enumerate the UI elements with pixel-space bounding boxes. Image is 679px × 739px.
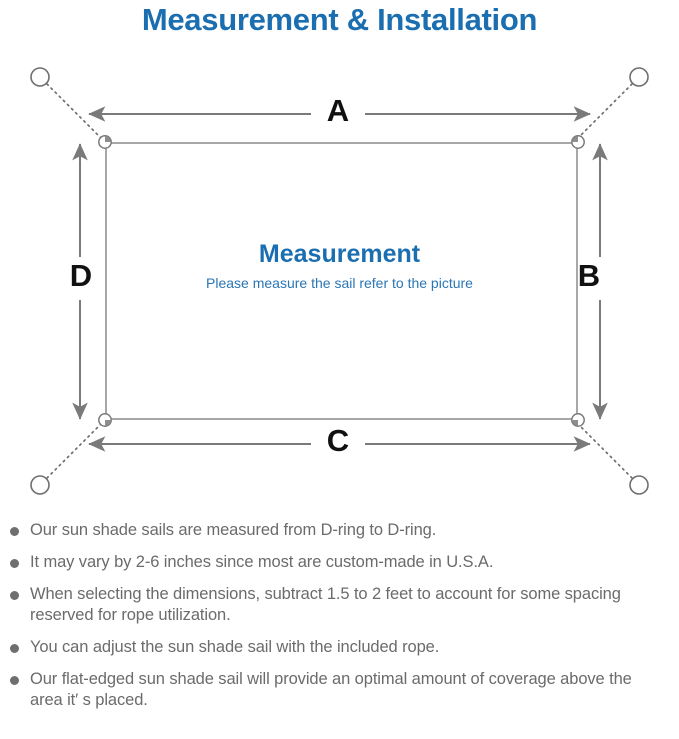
- anchor-circle-top-right: [629, 67, 649, 87]
- notes-list: Our sun shade sails are measured from D-…: [0, 520, 679, 722]
- list-item: You can adjust the sun shade sail with t…: [0, 637, 679, 658]
- anchor-circle-bottom-left: [30, 475, 50, 495]
- dimension-label-d: D: [69, 258, 93, 293]
- rope-bottom-right: [577, 423, 633, 479]
- note-text: Our flat-edged sun shade sail will provi…: [30, 670, 632, 709]
- note-text: Our sun shade sails are measured from D-…: [30, 521, 437, 539]
- bullet-icon: [10, 527, 19, 536]
- diagram-center-subtext: Please measure the sail refer to the pic…: [206, 275, 473, 291]
- rope-bottom-left: [46, 423, 102, 479]
- list-item: Our sun shade sails are measured from D-…: [0, 520, 679, 541]
- d-ring-wedge-top-left: [105, 136, 111, 142]
- list-item: It may vary by 2-6 inches since most are…: [0, 552, 679, 573]
- bullet-icon: [10, 591, 19, 600]
- bullet-icon: [10, 559, 19, 568]
- bullet-icon: [10, 644, 19, 653]
- list-item: When selecting the dimensions, subtract …: [0, 584, 679, 626]
- diagram-canvas: [30, 67, 649, 495]
- note-text: You can adjust the sun shade sail with t…: [30, 638, 440, 656]
- anchor-circle-bottom-right: [629, 475, 649, 495]
- note-text: When selecting the dimensions, subtract …: [30, 585, 621, 624]
- d-ring-wedge-bottom-left: [105, 420, 111, 426]
- dimension-label-c: C: [326, 423, 350, 458]
- anchor-circle-top-left: [30, 67, 50, 87]
- rope-top-right: [577, 83, 633, 139]
- diagram-center-heading: Measurement: [258, 240, 421, 268]
- dimension-label-a: A: [326, 93, 350, 128]
- d-ring-wedge-top-right: [572, 136, 578, 142]
- note-text: It may vary by 2-6 inches since most are…: [30, 553, 494, 571]
- page-title: Measurement & Installation: [141, 2, 538, 37]
- d-ring-wedge-bottom-right: [572, 420, 578, 426]
- dimension-label-b: B: [577, 258, 601, 293]
- list-item: Our flat-edged sun shade sail will provi…: [0, 669, 679, 711]
- shade-sail-body: [105, 142, 578, 420]
- rope-top-left: [46, 83, 102, 139]
- measurement-diagram: A B C D Measurement Please measure the s…: [0, 48, 679, 518]
- bullet-icon: [10, 676, 19, 685]
